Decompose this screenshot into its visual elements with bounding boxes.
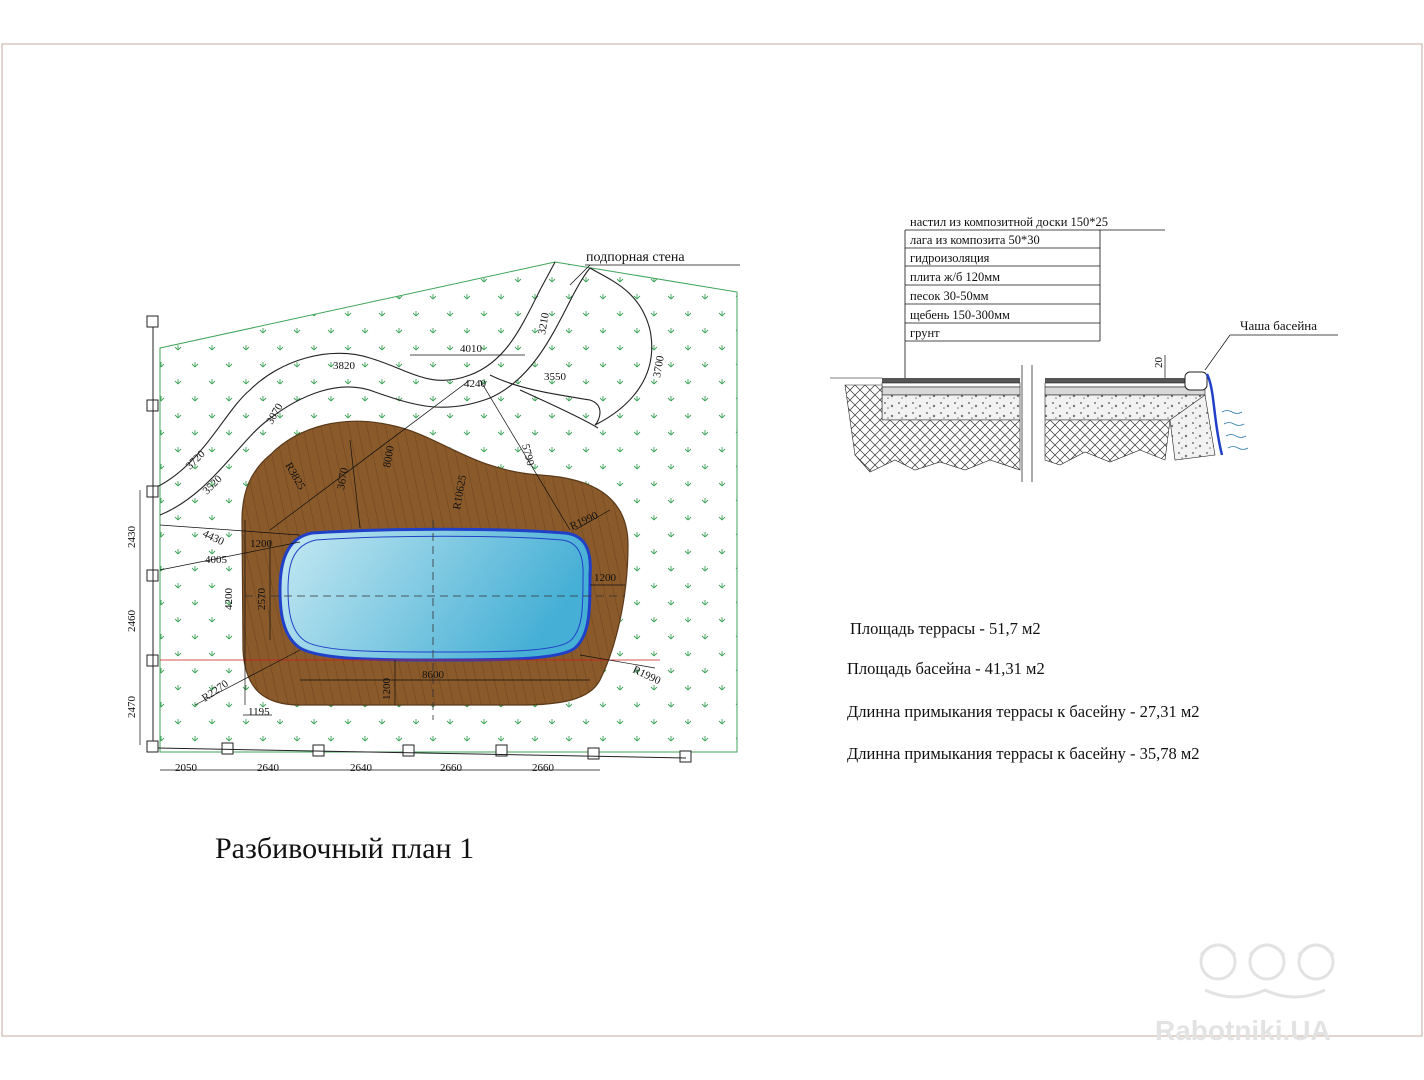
terrace-dim: 1195 [248,706,270,718]
retaining-wall-label: подпорная стена [586,250,685,265]
left-dim: 2460 [126,610,138,633]
site-plan: подпорная стена 2050 2640 2640 2660 2660… [126,250,740,865]
area-stats: Площадь террасы - 51,7 м2 Площадь басейн… [847,619,1200,763]
pool-outline [278,527,592,662]
boundary-posts [146,315,692,763]
terrace-dim: 8000 [381,444,397,468]
path-dim: 3700 [651,354,667,378]
terrace-dim: 2570 [256,588,268,611]
pool-bowl-label: Чаша басейна [1240,318,1317,333]
terrace-dim: 1200 [250,538,273,550]
bottom-dim: 2660 [532,762,555,774]
retaining-wall-leader [569,264,591,286]
garden-path [149,261,653,516]
plan-title: Разбивочный план 1 [215,832,474,865]
terrace-dim: 4005 [205,554,228,566]
path-dim: 3210 [536,311,552,335]
terrace-dim: 5790 [519,443,536,468]
terrace-dim: 8600 [422,669,445,681]
layer-legend [904,229,1165,425]
watermark-logo-icon [1199,943,1335,999]
layer-soil: грунт [910,326,940,340]
path-dim: 4010 [460,343,483,355]
path-dim: 3550 [544,371,567,383]
stat-terrace-area: Площадь террасы - 51,7 м2 [850,619,1041,638]
stat-adjacency-2: Длинна примыкания террасы к басейну - 35… [847,744,1200,763]
watermark-text: Rabotniki.UA [1155,1015,1331,1046]
path-dim: 4240 [464,378,487,390]
left-dim: 2470 [126,696,138,719]
layer-waterproofing: гидроизоляция [910,251,990,265]
layer-slab: плита ж/б 120мм [910,270,1000,284]
layer-joist: лага из композита 50*30 [910,233,1040,247]
bottom-dim: 2660 [440,762,463,774]
layer-sand: песок 30-50мм [910,289,989,303]
terrace-dim: 1200 [381,678,393,701]
dimension-lines [139,354,656,771]
terrace-dim: 3670 [335,466,351,490]
stat-pool-area: Площадь басейна - 41,31 м2 [847,659,1045,678]
layer-section: настил из композитной доски 150*25 лага … [830,215,1338,482]
left-dim: 2430 [126,526,138,549]
layer-deck: настил из композитной доски 150*25 [910,215,1108,229]
bottom-dim: 2640 [350,762,373,774]
section-drawing [830,334,1338,482]
terrace-dim: 1200 [594,572,617,584]
pool-inner-rim [287,535,584,653]
step-dim: 20 [1153,357,1165,369]
watermark: Rabotniki.UA [1155,943,1335,1046]
stat-adjacency-1: Длинна примыкания террасы к басейну - 27… [847,702,1200,721]
bottom-dim: 2640 [257,762,280,774]
sheet-frame [1,43,1423,1037]
bottom-dim: 2050 [175,762,198,774]
terrace-dim: 4200 [223,588,235,611]
path-dim: 3820 [333,360,356,372]
layer-gravel: щебень 150-300мм [910,308,1010,322]
